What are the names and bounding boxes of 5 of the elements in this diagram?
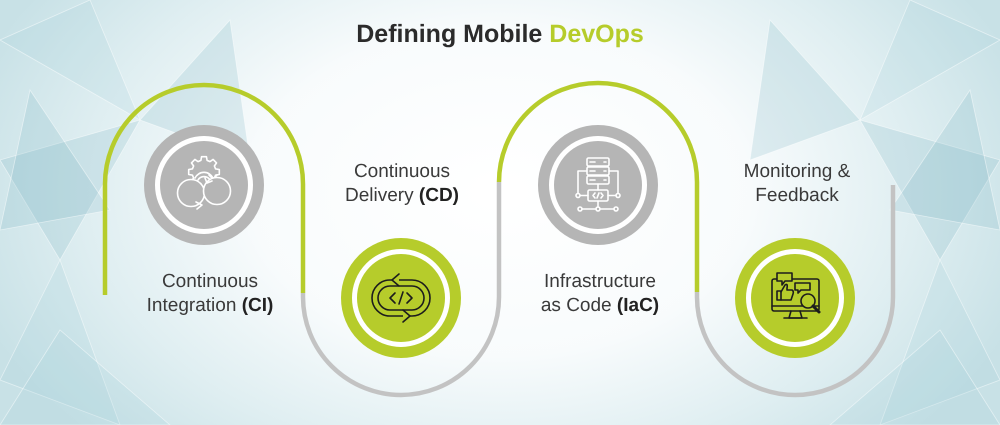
- stage-label: Continuous Integration (CI): [146, 270, 274, 318]
- title: Defining Mobile DevOps: [356, 20, 644, 49]
- stage-label: Monitoring & Feedback: [742, 160, 852, 208]
- stage-label: Continuous Delivery (CD): [344, 160, 460, 208]
- stage-label: Infrastructure as Code (IaC): [540, 270, 660, 318]
